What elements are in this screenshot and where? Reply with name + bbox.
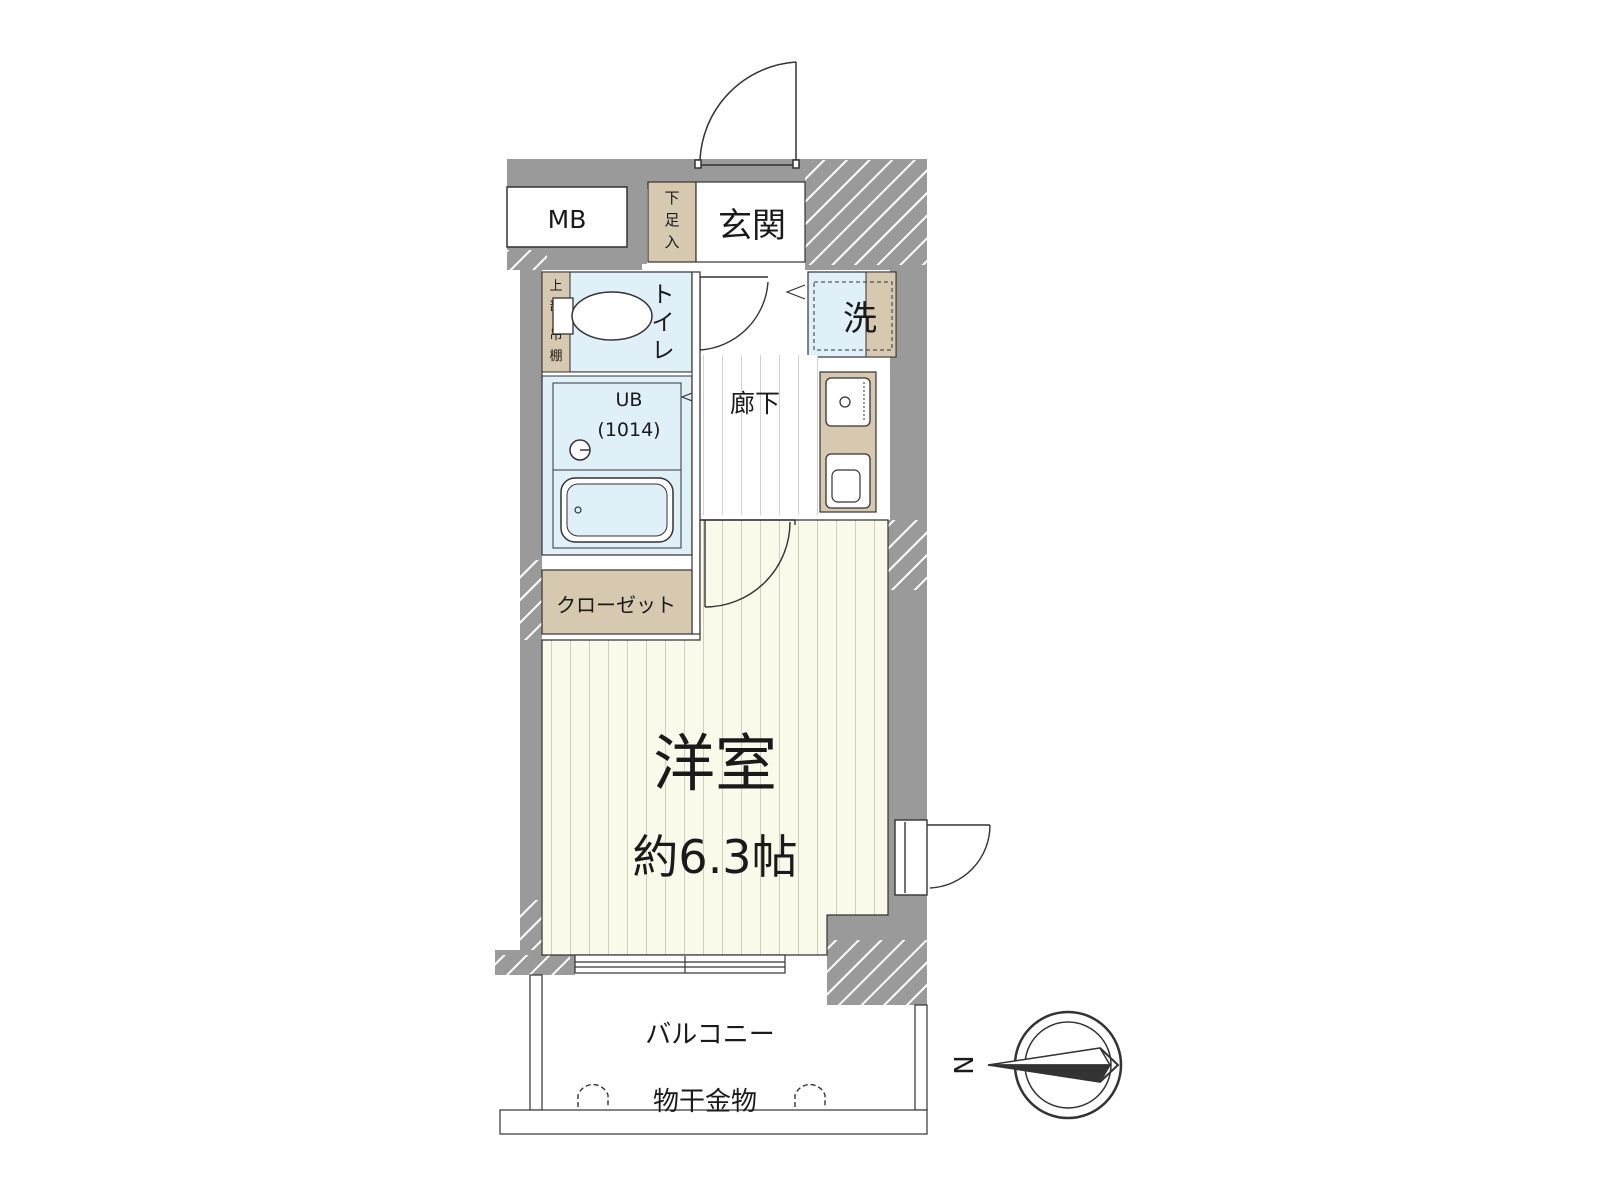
compass: N [950, 1010, 1123, 1120]
toilet-char-2: イ [652, 310, 675, 336]
bath-name: UB [616, 389, 643, 411]
side-window [894, 819, 991, 896]
western-room-label: 洋室 [653, 727, 777, 800]
mb-label: MB [548, 205, 587, 234]
toilet-char-1: ト [652, 282, 675, 308]
kitchen [819, 371, 877, 513]
compass-north-label: N [950, 1055, 980, 1074]
entrance-door [694, 61, 800, 169]
laundry-area: 洗 [785, 271, 897, 358]
mb-room: MB [506, 186, 628, 248]
drying-hardware-label: 物干金物 [653, 1087, 757, 1117]
toilet-room: 上 部 吊 棚 ト イ レ [541, 271, 693, 373]
upper-shelf-char-1: 上 [549, 279, 562, 294]
shoe-box-char-1: 下 [664, 189, 679, 207]
shoe-box-char-2: 足 [664, 211, 679, 229]
shoe-box-char-3: 入 [664, 233, 679, 251]
closet-label: クローゼット [556, 593, 676, 617]
unit-bath: UB (1014) [541, 374, 701, 556]
closet: クローゼット [541, 569, 693, 668]
western-room-size: 約6.3帖 [632, 830, 797, 884]
upper-shelf-char-4: 棚 [549, 349, 562, 364]
toilet-char-3: レ [652, 338, 675, 364]
toilet-door [699, 276, 769, 351]
entrance-label: 玄関 [718, 206, 786, 246]
toilet-tank-icon [552, 297, 574, 335]
western-room: 洋室 約6.3帖 [541, 519, 889, 956]
balcony-label: バルコニー [645, 1020, 774, 1050]
bath-size: (1014) [597, 419, 660, 441]
drying-hook-right-icon [794, 1083, 826, 1107]
drying-hook-left-icon [577, 1083, 609, 1107]
laundry-label: 洗 [843, 299, 877, 339]
toilet-bowl-icon [571, 291, 653, 341]
balcony-window [574, 954, 786, 974]
room-door [700, 519, 796, 608]
balcony: バルコニー 物干金物 [499, 974, 928, 1135]
corridor: 廊下 [700, 355, 818, 515]
stove-icon [825, 377, 871, 427]
entrance: 下 足 入 玄関 [647, 181, 806, 263]
corridor-label: 廊下 [730, 389, 780, 418]
